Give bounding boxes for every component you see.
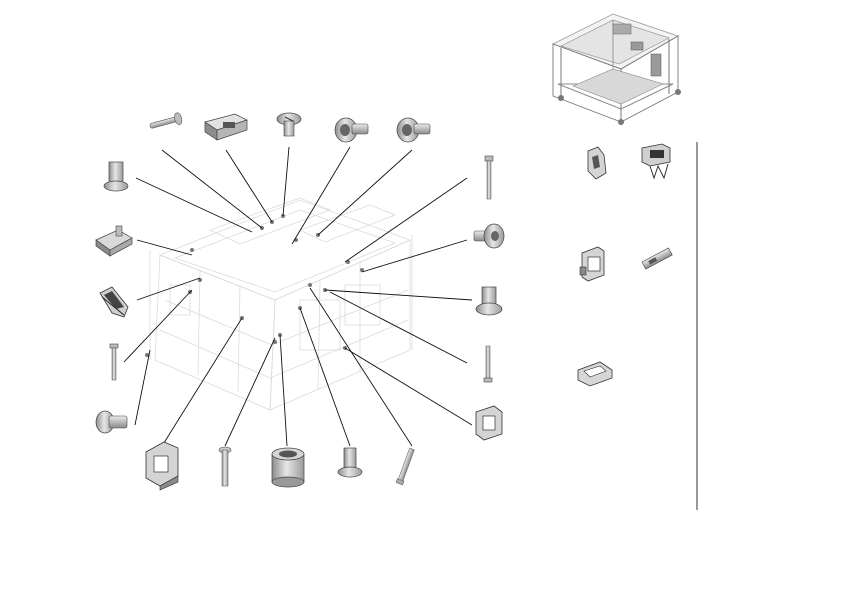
long-pin-icon[interactable] [149, 112, 183, 132]
square-bracket-icon[interactable] [475, 405, 503, 441]
latch-clip-icon[interactable] [95, 225, 133, 257]
loop-part-icon[interactable] [577, 361, 613, 387]
flange-post-icon[interactable] [475, 286, 503, 316]
leader-lines [123, 146, 473, 447]
bushing-icon[interactable] [271, 447, 305, 488]
washer-screw-icon[interactable] [396, 117, 431, 143]
long-screw-icon[interactable] [218, 446, 232, 487]
cable-bracket-icon[interactable] [145, 441, 179, 491]
short-pin-icon[interactable] [109, 343, 119, 381]
assembly-thumbnail [551, 13, 681, 125]
stud-icon[interactable] [95, 410, 128, 434]
clip-part-icon[interactable] [587, 146, 607, 180]
latch-part-icon[interactable] [641, 143, 671, 180]
rail-part-icon[interactable] [641, 247, 673, 270]
thick-post-icon[interactable] [103, 161, 129, 192]
spring-clip-icon[interactable] [99, 286, 129, 318]
pan-screw-icon[interactable] [473, 223, 505, 249]
main-chassis [149, 197, 413, 411]
long-pin-icon[interactable] [484, 155, 494, 200]
shoulder-post-icon[interactable] [337, 447, 363, 478]
clamp-block-icon[interactable] [204, 113, 248, 141]
short-pin-icon[interactable] [483, 345, 493, 383]
threaded-rod-icon[interactable] [395, 447, 415, 486]
washer-screw-icon[interactable] [334, 117, 369, 143]
bracket-part-icon[interactable] [579, 246, 605, 282]
flange-screw-icon[interactable] [276, 112, 302, 137]
